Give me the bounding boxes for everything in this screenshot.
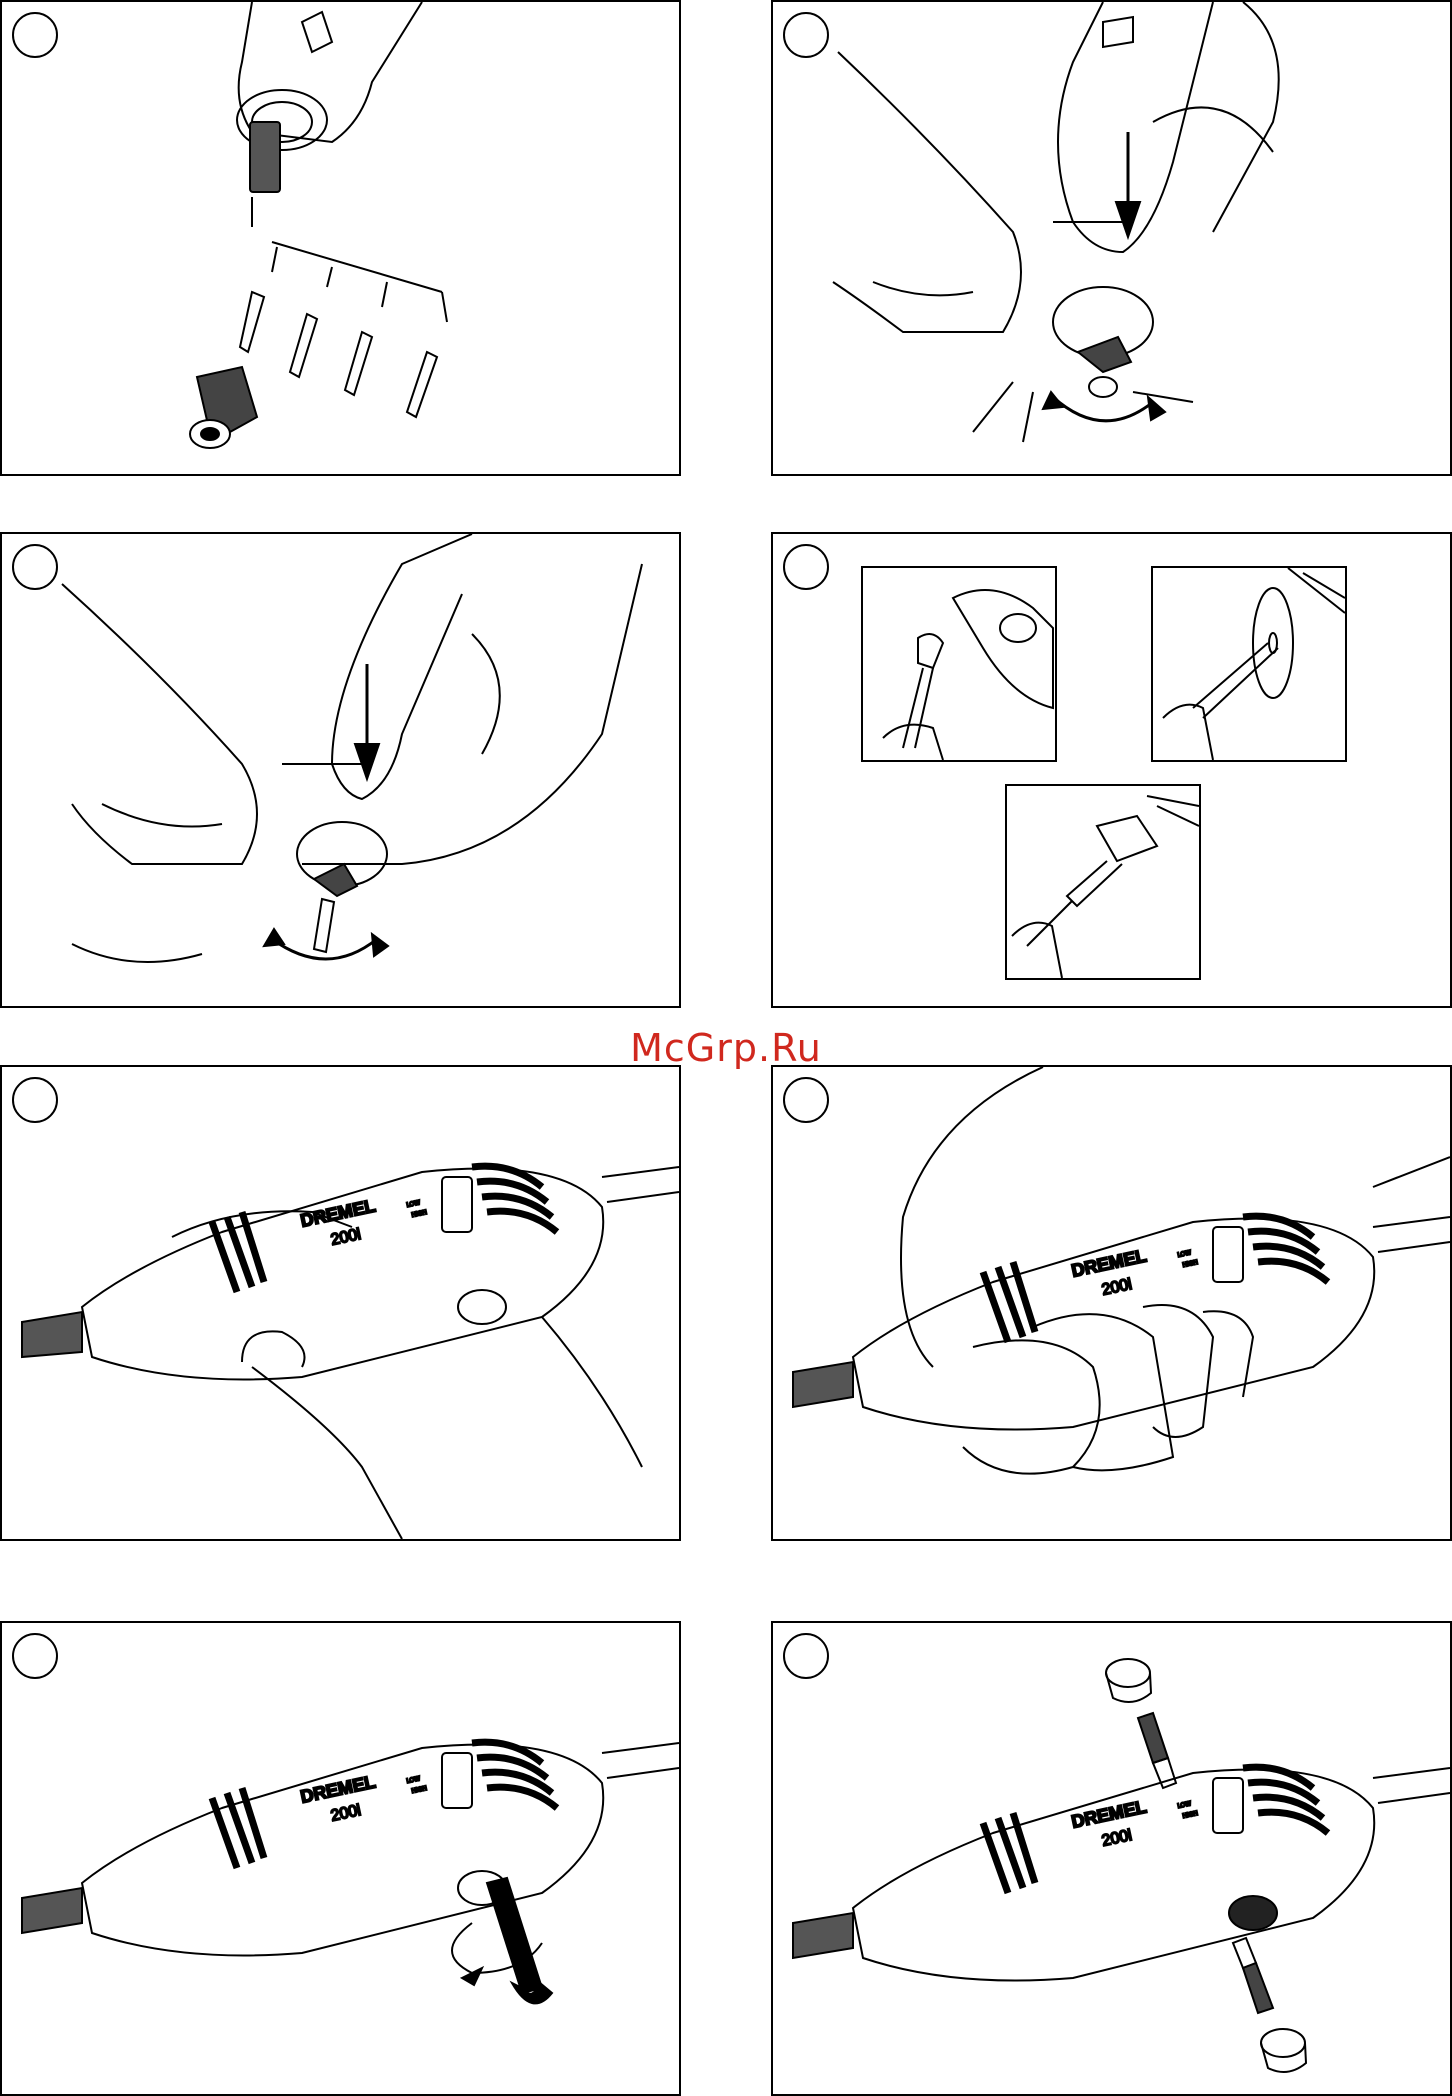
figure-panel-5: DREMEL 200i LOW HIGH [0, 1065, 681, 1541]
collet-2 [290, 314, 317, 377]
golf-grip-illustration: DREMEL 200i LOW HIGH [2, 1067, 679, 1539]
brush-cap-removal-illustration: DREMEL 200i LOW HIGH [2, 1623, 679, 2094]
inset-collet-accessory [1005, 784, 1201, 980]
figure-panel-4 [771, 532, 1452, 1008]
watermark: McGrp.Ru [0, 1026, 1452, 1070]
collet-nut [190, 367, 257, 448]
step-number-circle [783, 544, 829, 590]
figure-panel-2 [771, 0, 1452, 476]
pencil-grip-illustration: DREMEL 200i LOW HIGH [773, 1067, 1450, 1539]
figure-panel-1 [0, 0, 681, 476]
collet-parts-illustration [2, 2, 679, 474]
brush-replacement-illustration: DREMEL 200i LOW HIGH [773, 1623, 1450, 2094]
collet-1 [240, 292, 264, 352]
collet-4 [407, 352, 437, 417]
inset-sanding-band [861, 566, 1057, 762]
carbon-brush-bottom [1233, 1938, 1273, 2013]
brush-cap-top [1106, 1659, 1151, 1702]
collet-3 [345, 332, 372, 395]
figure-panel-8: DREMEL 200i LOW HIGH [771, 1621, 1452, 2096]
shaft-lock-loosen-illustration [773, 2, 1450, 474]
figure-panel-3 [0, 532, 681, 1008]
brush-cap-bottom [1261, 2029, 1306, 2072]
figure-panel-6: DREMEL 200i LOW HIGH [771, 1065, 1452, 1541]
carbon-brush-top [1138, 1713, 1176, 1788]
inset-cutting-wheel [1151, 566, 1347, 762]
shaft-lock-tighten-illustration [2, 534, 679, 1006]
figure-panel-7: DREMEL 200i LOW HIGH [0, 1621, 681, 2096]
